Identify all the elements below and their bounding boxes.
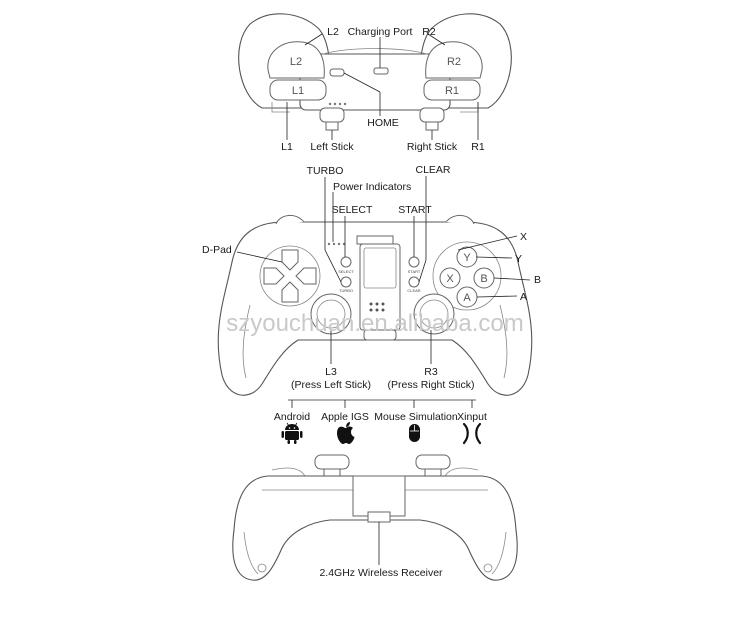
face-buttons-well <box>432 241 502 311</box>
l3-callout-detail: (Press Left Stick) <box>291 379 371 391</box>
l1-callout: L1 <box>281 141 293 153</box>
power-indicators-callout: Power Indicators <box>333 181 411 193</box>
r1-bumper <box>423 79 481 101</box>
bottom-view: 2.4GHz Wireless Receiver <box>232 454 518 581</box>
mode-mouse-label: Mouse Simulation <box>374 411 458 423</box>
top-leader-lines <box>286 33 479 140</box>
top-power-indicators <box>328 102 347 106</box>
b-callout: B <box>534 274 541 286</box>
r3-callout-detail: (Press Right Stick) <box>388 379 475 391</box>
turbo-callout: TURBO <box>307 165 344 177</box>
xinput-icon <box>462 422 482 445</box>
x-callout: X <box>520 231 527 243</box>
top-view: L2 R2 L1 R1 <box>238 13 512 153</box>
center-indicator-dots <box>369 302 385 312</box>
y-callout: Y <box>515 253 522 265</box>
l1-bumper <box>269 79 327 101</box>
a-button-label: A <box>463 292 471 304</box>
clear-small-label: CLEAR <box>407 288 420 293</box>
x-button <box>439 267 461 289</box>
a-callout: A <box>520 291 527 303</box>
r3-callout: R3 <box>424 366 438 378</box>
right-analog-stick <box>413 293 455 335</box>
turbo-small-label: TURBO <box>339 288 353 293</box>
mouse-icon <box>409 424 420 442</box>
select-small-label: SELECT <box>338 269 354 274</box>
clear-callout: CLEAR <box>415 164 450 176</box>
mode-android-label: Android <box>274 411 310 423</box>
y-button-label: Y <box>463 252 471 264</box>
start-button <box>408 256 420 268</box>
bottom-left-stick <box>314 454 350 478</box>
bottom-right-stick <box>415 454 451 478</box>
face-buttons: Y X B A <box>439 246 495 308</box>
power-indicators <box>327 242 346 246</box>
l2-button-label: L2 <box>290 56 302 68</box>
select-callout: SELECT <box>332 204 373 216</box>
mode-bar: Android Apple IGS Mouse Simulation Xinpu… <box>274 399 487 445</box>
charging-port-callout: Charging Port <box>348 26 413 38</box>
mode-xinput-label: Xinput <box>457 411 487 423</box>
clear-button <box>408 276 420 288</box>
r2-button-label: R2 <box>447 56 461 68</box>
l2-trigger <box>267 41 325 79</box>
l1-button-label: L1 <box>292 85 304 97</box>
l2-callout: L2 <box>327 26 339 38</box>
r1-callout: R1 <box>471 141 485 153</box>
android-icon <box>281 422 303 444</box>
start-small-label: START <box>408 269 421 274</box>
receiver-slot <box>352 475 406 517</box>
d-pad-well <box>259 245 321 307</box>
home-button <box>329 68 345 77</box>
apple-icon <box>337 422 355 444</box>
bottom-body <box>232 475 518 581</box>
home-callout: HOME <box>367 117 399 129</box>
right-stick-callout: Right Stick <box>407 141 458 153</box>
l3-callout: L3 <box>325 366 337 378</box>
receiver-callout: 2.4GHz Wireless Receiver <box>319 567 443 579</box>
watermark: szyouchuan.en.alibaba.com <box>226 310 524 337</box>
phone-clamp-top <box>356 235 394 245</box>
r2-callout: R2 <box>422 26 436 38</box>
turbo-button <box>340 276 352 288</box>
front-r1-shoulder <box>445 215 475 225</box>
b-button-label: B <box>480 273 487 285</box>
front-view: Y X B A SELECT TURBO START CLEAR <box>202 164 541 396</box>
front-l1-shoulder <box>275 215 305 225</box>
wireless-receiver <box>367 511 391 523</box>
left-stick-callout: Left Stick <box>310 141 354 153</box>
charging-port <box>373 67 389 75</box>
d-pad-callout: D-Pad <box>202 244 232 256</box>
select-button <box>340 256 352 268</box>
right-stick <box>419 107 445 131</box>
left-stick <box>319 107 345 131</box>
r1-button-label: R1 <box>445 85 459 97</box>
phone-clamp-bottom <box>363 329 397 341</box>
r2-trigger <box>425 41 483 79</box>
front-leader-lines <box>236 176 531 364</box>
start-callout: START <box>398 204 432 216</box>
mode-apple-label: Apple IGS <box>321 411 369 423</box>
d-pad <box>263 249 317 303</box>
x-button-label: X <box>446 273 454 285</box>
